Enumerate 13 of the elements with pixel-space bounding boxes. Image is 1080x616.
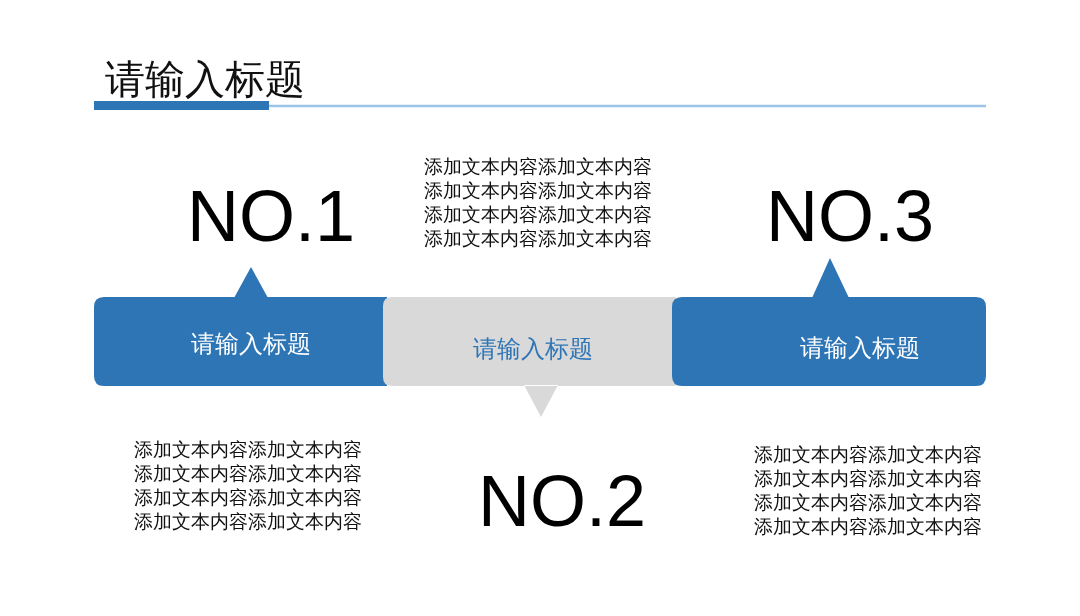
body-text: 添加文本内容添加文本内容添加文本内容添加文本内容添加文本内容添加文本内容添加文本内容添加文本内容 — [424, 154, 653, 250]
callout-band — [672, 258, 986, 386]
band-title: 请输入标题 — [473, 334, 593, 364]
step-number: NO.1 — [187, 180, 355, 252]
step-number: NO.2 — [478, 465, 646, 537]
step-number: NO.3 — [766, 180, 934, 252]
band-title: 请输入标题 — [191, 329, 311, 359]
page-title: 请输入标题 — [105, 59, 305, 99]
body-text: 添加文本内容添加文本内容添加文本内容添加文本内容添加文本内容添加文本内容添加文本内容添加文本内容 — [134, 437, 363, 533]
band-title: 请输入标题 — [800, 333, 920, 363]
callout-band — [383, 297, 676, 417]
body-text: 添加文本内容添加文本内容添加文本内容添加文本内容添加文本内容添加文本内容添加文本内容添加文本内容 — [754, 442, 983, 538]
callout-band — [94, 267, 387, 386]
